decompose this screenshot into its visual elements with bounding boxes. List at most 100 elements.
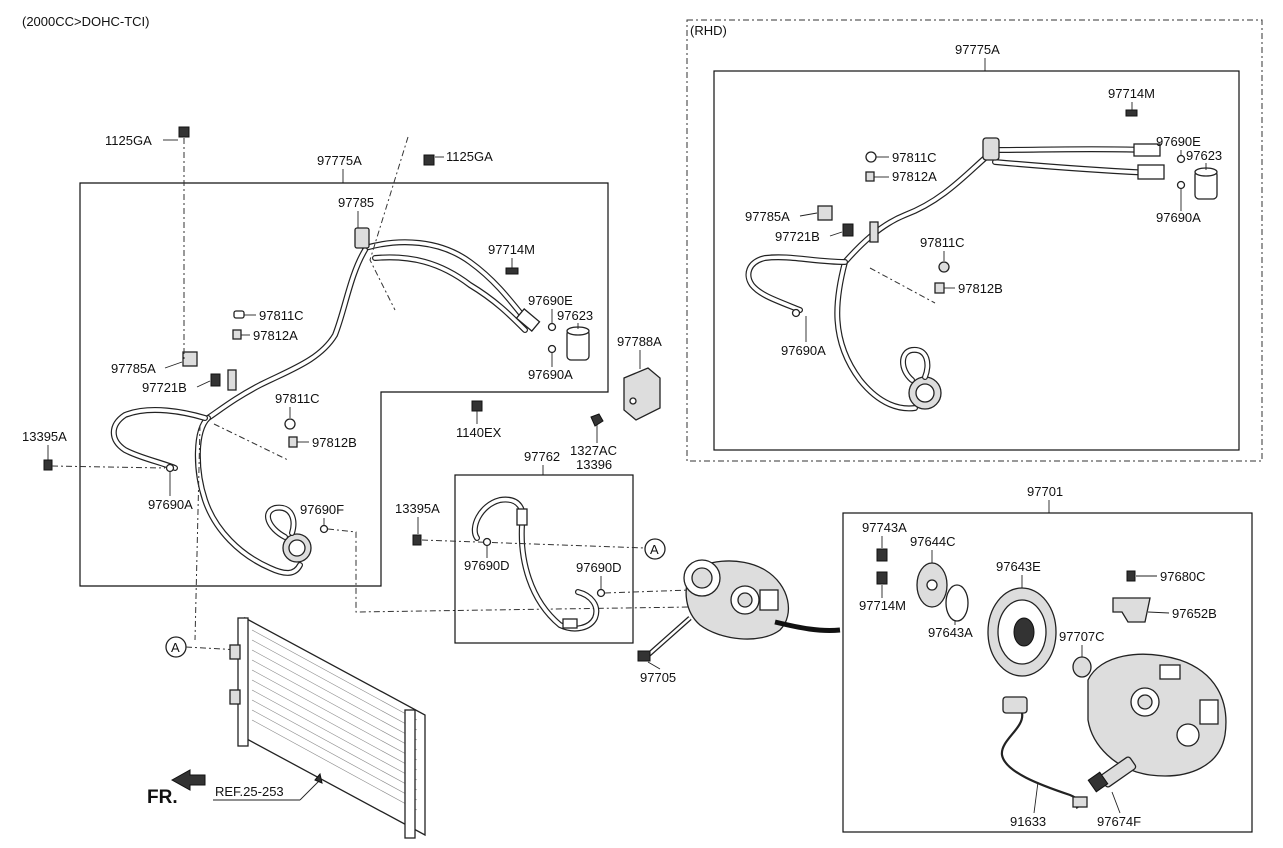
discharge-assembly-frame [454, 474, 634, 644]
comp-label-97643a: 97643A [928, 625, 973, 640]
comp-label-97644c: 97644C [910, 534, 956, 549]
rhd-label-97812a: 97812A [892, 169, 937, 184]
bolt-97743a [876, 548, 888, 562]
rhd-valve-97812b [934, 282, 945, 294]
cap-97811c-mid [284, 418, 296, 430]
label-1125ga-right: 1125GA [446, 149, 493, 164]
pulley-97643e [987, 587, 1057, 677]
shim-97643a [945, 584, 969, 622]
label-97690a-bottom: 97690A [148, 497, 193, 512]
sensor-91633 [1000, 696, 1088, 809]
bolt-1125ga-left [178, 126, 190, 138]
label-97811c-mid: 97811C [275, 391, 320, 406]
rhd-label-97811c-top: 97811C [892, 150, 937, 165]
rhd-assembly-label: 97775A [955, 42, 1000, 57]
rhd-hose-assembly [745, 137, 1218, 412]
rhd-oring-97690a-bottom [791, 308, 801, 318]
oring-97690f [319, 524, 329, 534]
rhd-bolt-97714m [1125, 109, 1138, 117]
compressor-assembly-label: 97701 [1027, 484, 1063, 499]
rhd-cap-97811c-top [865, 151, 877, 163]
discharge-label-97690d-right: 97690D [576, 560, 622, 575]
cap-97811c-top [233, 310, 245, 319]
label-1140ex: 1140EX [456, 425, 502, 440]
rhd-label-97623: 97623 [1186, 148, 1222, 163]
discharge-label-13395a: 13395A [395, 501, 440, 516]
label-97690e: 97690E [528, 293, 573, 308]
label-97623: 97623 [557, 308, 593, 323]
comp-label-91633: 91633 [1010, 814, 1046, 829]
rhd-oring-97690e [1176, 154, 1186, 164]
label-97690f: 97690F [300, 502, 344, 517]
rhd-valve-97812a [865, 171, 875, 182]
oring-97690a-bottom [165, 463, 175, 473]
bolt-1125ga-right [423, 154, 435, 166]
comp-label-97680c: 97680C [1160, 569, 1206, 584]
switch-97674f [1087, 756, 1137, 793]
label-97721b: 97721B [142, 380, 187, 395]
rhd-label-97785a: 97785A [745, 209, 790, 224]
label-1327ac: 1327AC [570, 443, 617, 458]
rhd-assembly-frame [713, 70, 1240, 451]
rhd-label-97811c-mid: 97811C [920, 235, 965, 250]
label-13396: 13396 [576, 457, 612, 472]
label-1125ga-left: 1125GA [105, 133, 152, 148]
rhd-label-97690e: 97690E [1156, 134, 1201, 149]
valve-97812a [232, 329, 242, 340]
oring-97690a [547, 344, 557, 354]
discharge-hose [471, 496, 600, 632]
callout-a-top-text: A [650, 542, 659, 557]
callout-a-left-text: A [171, 640, 180, 655]
rhd-oring-97690a [1176, 180, 1186, 190]
comp-label-97652b: 97652B [1172, 606, 1217, 621]
comp-label-97743a: 97743A [862, 520, 907, 535]
rhd-label-97690a: 97690A [1156, 210, 1201, 225]
oring-97690e [547, 322, 557, 332]
rhd-label-97714m: 97714M [1108, 86, 1155, 101]
bolt-97705 [637, 616, 692, 662]
bolt-97714m-compressor [876, 571, 888, 585]
rhd-section-border [686, 19, 1263, 462]
rhd-cap-97811c-mid [938, 261, 950, 273]
main-hose-assembly [110, 227, 590, 576]
front-direction-label: FR. [147, 787, 178, 808]
comp-label-97707c: 97707C [1059, 629, 1105, 644]
main-assembly-frame [79, 182, 609, 587]
front-arrow-icon [170, 769, 206, 791]
hub-97644c [916, 562, 948, 608]
variant-label: (2000CC>DOHC-TCI) [22, 14, 150, 29]
label-97811c-top: 97811C [259, 308, 304, 323]
callout-a-top [644, 538, 666, 560]
reference-label: REF.25-253 [215, 784, 284, 799]
label-97812a: 97812A [253, 328, 298, 343]
label-97812b: 97812B [312, 435, 357, 450]
discharge-label-97690d-left: 97690D [464, 558, 510, 573]
valve-97812b [288, 436, 298, 448]
label-97788a: 97788A [617, 334, 662, 349]
rhd-label-97721b: 97721B [775, 229, 820, 244]
label-97690a: 97690A [528, 367, 573, 382]
bracket-97788a [623, 367, 661, 421]
rhd-label-97812b: 97812B [958, 281, 1003, 296]
bolt-97714m [505, 267, 519, 275]
label-13395a: 13395A [22, 429, 67, 444]
oring-97690d-left [482, 537, 492, 547]
compressor-assembly-frame [842, 512, 1253, 833]
oring-97690d-right [596, 588, 606, 598]
label-97785: 97785 [338, 195, 374, 210]
bolt-13395a-discharge [412, 534, 422, 546]
comp-label-97643e: 97643E [996, 559, 1041, 574]
rhd-title: (RHD) [690, 23, 727, 38]
bolt-97680c [1126, 570, 1136, 582]
comp-label-97674f: 97674F [1097, 814, 1141, 829]
compressor-main [683, 559, 841, 640]
rhd-label-97690a-bottom: 97690A [781, 343, 826, 358]
bracket-97652b [1112, 597, 1151, 623]
bolt-1140ex [471, 400, 483, 412]
condenser [229, 616, 426, 839]
compressor-body [1087, 653, 1227, 777]
discharge-assembly-label: 97762 [524, 449, 560, 464]
main-assembly-label: 97775A [317, 153, 362, 168]
label-97785a: 97785A [111, 361, 156, 376]
